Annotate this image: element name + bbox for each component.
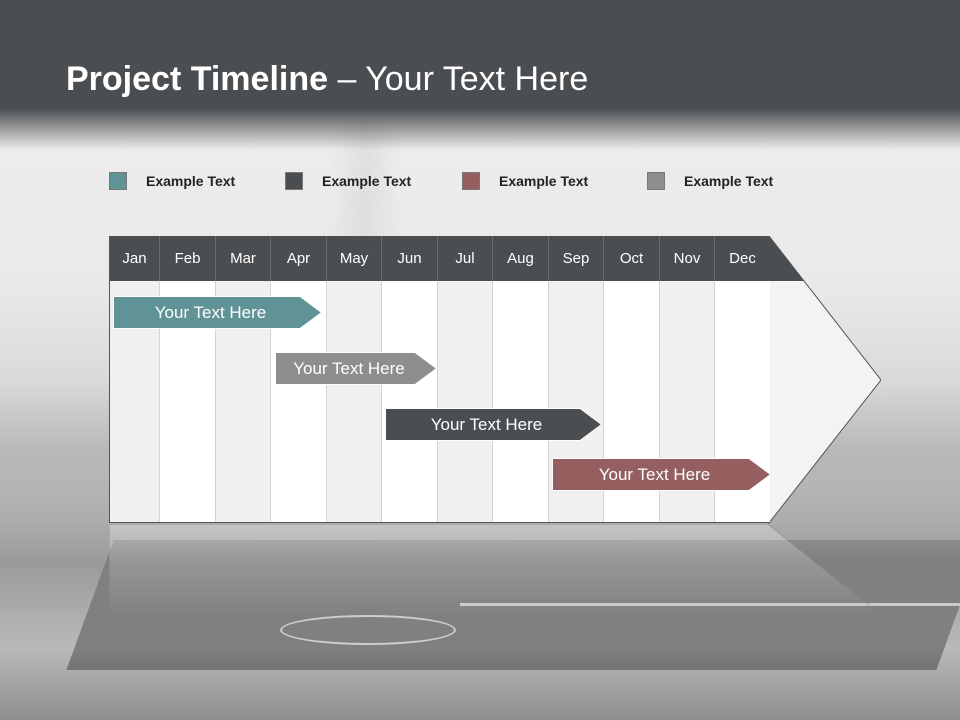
- month-header-mar: Mar: [216, 236, 271, 281]
- month-header-sep: Sep: [549, 236, 604, 281]
- month-column-feb: [160, 236, 216, 522]
- month-column-oct: [604, 236, 660, 522]
- legend-item-1: Example Text: [109, 171, 235, 191]
- timeline-bar-label: Your Text Here: [598, 464, 711, 484]
- legend-label: Example Text: [684, 173, 774, 189]
- month-column-jan: [110, 236, 160, 522]
- legend-swatch: [109, 172, 127, 190]
- legend-swatch: [285, 172, 303, 190]
- background-fork: [460, 603, 960, 606]
- title-strong: Project Timeline: [66, 60, 329, 98]
- month-header-jan: Jan: [110, 236, 160, 281]
- legend-label: Example Text: [146, 173, 236, 189]
- timeline-bar[interactable]: Your Text Here: [552, 458, 770, 491]
- legend-label: Example Text: [322, 173, 412, 189]
- timeline-bar-arrow-shape: [113, 296, 322, 329]
- legend-item-3: Example Text: [462, 171, 588, 191]
- legend-swatch: [647, 172, 665, 190]
- background-mat: [66, 540, 960, 670]
- slide-title[interactable]: Project Timeline – Your Text Here: [66, 60, 588, 99]
- timeline-bar[interactable]: Your Text Here: [275, 352, 437, 385]
- month-header-jun: Jun: [382, 236, 438, 281]
- title-rest: – Your Text Here: [328, 60, 589, 98]
- month-header-apr: Apr: [271, 236, 327, 281]
- month-header-dec: Dec: [715, 236, 770, 281]
- month-header-aug: Aug: [493, 236, 549, 281]
- month-column-aug: [493, 236, 549, 522]
- month-column-jun: [382, 236, 438, 522]
- title-bar: Project Timeline – Your Text Here: [0, 0, 960, 150]
- timeline-bar-label: Your Text Here: [154, 302, 267, 322]
- legend-swatch: [462, 172, 480, 190]
- legend-item-2: Example Text: [285, 171, 411, 191]
- timeline-bar-arrow-shape: [552, 458, 770, 491]
- month-header-feb: Feb: [160, 236, 216, 281]
- timeline-reflection: [109, 525, 881, 615]
- month-header-jul: Jul: [438, 236, 493, 281]
- month-column-mar: [216, 236, 271, 522]
- timeline-bar-label: Your Text Here: [293, 358, 405, 378]
- timeline-bar[interactable]: Your Text Here: [113, 296, 322, 329]
- month-header-oct: Oct: [604, 236, 660, 281]
- timeline-bar-label: Your Text Here: [430, 414, 543, 434]
- background-glass-base: [280, 615, 456, 645]
- month-header-may: May: [327, 236, 382, 281]
- timeline-bar-arrow-shape: [385, 408, 602, 441]
- legend-label: Example Text: [499, 173, 589, 189]
- month-header-nov: Nov: [660, 236, 715, 281]
- legend-item-4: Example Text: [647, 171, 773, 191]
- month-column-jul: [438, 236, 493, 522]
- timeline-bar[interactable]: Your Text Here: [385, 408, 602, 441]
- timeline-bar-arrow-shape: [275, 352, 437, 385]
